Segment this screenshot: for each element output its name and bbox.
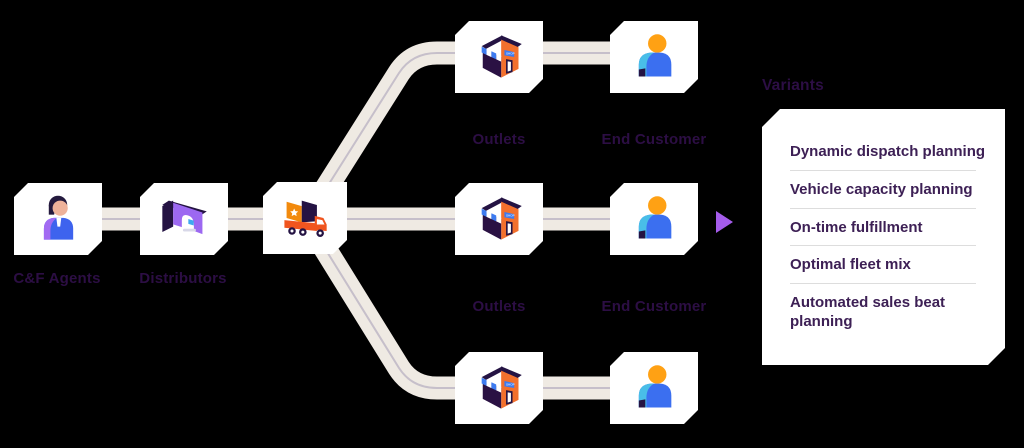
node-label-outlets-top: Outlets [472, 131, 526, 148]
variant-item: On-time fulfillment [790, 209, 997, 247]
shop-icon: SHOP [473, 193, 525, 245]
svg-text:SHOP: SHOP [506, 214, 515, 218]
customer-icon [628, 362, 680, 414]
truck-icon [279, 192, 331, 244]
svg-text:SHOP: SHOP [506, 383, 515, 387]
node-end-customer-top [610, 21, 698, 93]
node-label-distributors: Distributors [139, 270, 227, 287]
node-label-end-customer-middle: End Customer [601, 298, 707, 315]
variants-panel: Dynamic dispatch planning Vehicle capaci… [762, 109, 1005, 365]
road-branch-bottom-centerline [302, 212, 655, 389]
node-label-outlets-middle: Outlets [472, 298, 526, 315]
customer-icon [628, 31, 680, 83]
node-outlets-bottom: SHOP [455, 352, 543, 424]
road-branch-top-centerline [302, 52, 655, 226]
node-label-cf-agents: C&F Agents [13, 270, 101, 287]
warehouse-icon [158, 193, 210, 245]
variant-item: Vehicle capacity planning [790, 171, 997, 209]
node-end-customer-bottom [610, 352, 698, 424]
node-end-customer-middle [610, 183, 698, 255]
node-outlets-middle: SHOP [455, 183, 543, 255]
svg-text:SHOP: SHOP [506, 52, 515, 56]
node-cf-agents [14, 183, 102, 255]
variants-list: Dynamic dispatch planning Vehicle capaci… [790, 133, 997, 341]
variant-item: Dynamic dispatch planning [790, 133, 997, 171]
customer-icon [628, 193, 680, 245]
node-outlets-top: SHOP [455, 21, 543, 93]
variant-item: Optimal fleet mix [790, 246, 997, 284]
variants-title: Variants [762, 77, 824, 94]
node-distributors [140, 183, 228, 255]
shop-icon: SHOP [473, 362, 525, 414]
shop-icon: SHOP [473, 31, 525, 83]
node-label-end-customer-top: End Customer [601, 131, 707, 148]
variant-item: Automated sales beat planning [790, 294, 946, 330]
person-icon [32, 193, 84, 245]
node-delivery-truck [263, 182, 347, 254]
flow-arrow-icon [716, 211, 733, 233]
